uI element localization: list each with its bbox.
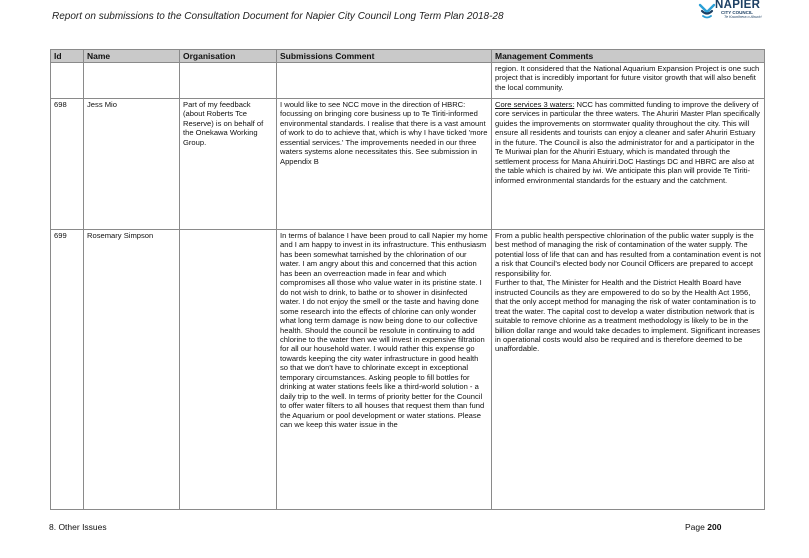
table-row: region. It considered that the National … xyxy=(50,62,765,99)
napier-wave-logo-icon xyxy=(698,3,716,19)
cell-management-comment: region. It considered that the National … xyxy=(491,62,765,99)
cell-submissions-comment: In terms of balance I have been proud to… xyxy=(276,229,492,510)
cell-organisation xyxy=(179,62,277,99)
napier-logo: NAPIER CITY COUNCIL Te Kaunihera o Ahuri… xyxy=(694,0,794,22)
column-header-organisation: Organisation xyxy=(179,49,277,63)
page-label: Page xyxy=(685,522,705,532)
management-text: region. It considered that the National … xyxy=(495,64,760,92)
cell-name: Jess Mio xyxy=(83,98,180,230)
table-row: 699 Rosemary Simpson In terms of balance… xyxy=(50,229,765,510)
table-header-row: Id Name Organisation Submissions Comment… xyxy=(50,49,765,63)
management-text: From a public health perspective chlorin… xyxy=(495,231,761,354)
submissions-table: Id Name Organisation Submissions Comment… xyxy=(50,49,765,510)
cell-organisation: Part of my feedback (about Roberts Tce R… xyxy=(179,98,277,230)
footer-page: Page 200 xyxy=(685,522,721,532)
cell-organisation xyxy=(179,229,277,510)
cell-name xyxy=(83,62,180,99)
logo-brand-text: NAPIER xyxy=(715,0,761,11)
report-title: Report on submissions to the Consultatio… xyxy=(52,11,504,22)
page-number: 200 xyxy=(707,522,722,532)
management-text: NCC has committed funding to improve the… xyxy=(495,100,760,185)
column-header-submissions-comment: Submissions Comment xyxy=(276,49,492,63)
column-header-management-comments: Management Comments xyxy=(491,49,765,63)
footer-section: 8. Other Issues xyxy=(49,522,107,532)
management-subheading: Core services 3 waters: xyxy=(495,100,575,109)
cell-submissions-comment: I would like to see NCC move in the dire… xyxy=(276,98,492,230)
table-row: 698 Jess Mio Part of my feedback (about … xyxy=(50,98,765,230)
cell-id xyxy=(50,62,84,99)
cell-submissions-comment xyxy=(276,62,492,99)
cell-name: Rosemary Simpson xyxy=(83,229,180,510)
cell-management-comment: From a public health perspective chlorin… xyxy=(491,229,765,510)
cell-id: 699 xyxy=(50,229,84,510)
logo-sub-text: CITY COUNCIL xyxy=(721,10,753,15)
cell-id: 698 xyxy=(50,98,84,230)
logo-tagline: Te Kaunihera o Ahuriri xyxy=(724,15,762,19)
cell-management-comment: Core services 3 waters: NCC has committe… xyxy=(491,98,765,230)
column-header-name: Name xyxy=(83,49,180,63)
column-header-id: Id xyxy=(50,49,84,63)
